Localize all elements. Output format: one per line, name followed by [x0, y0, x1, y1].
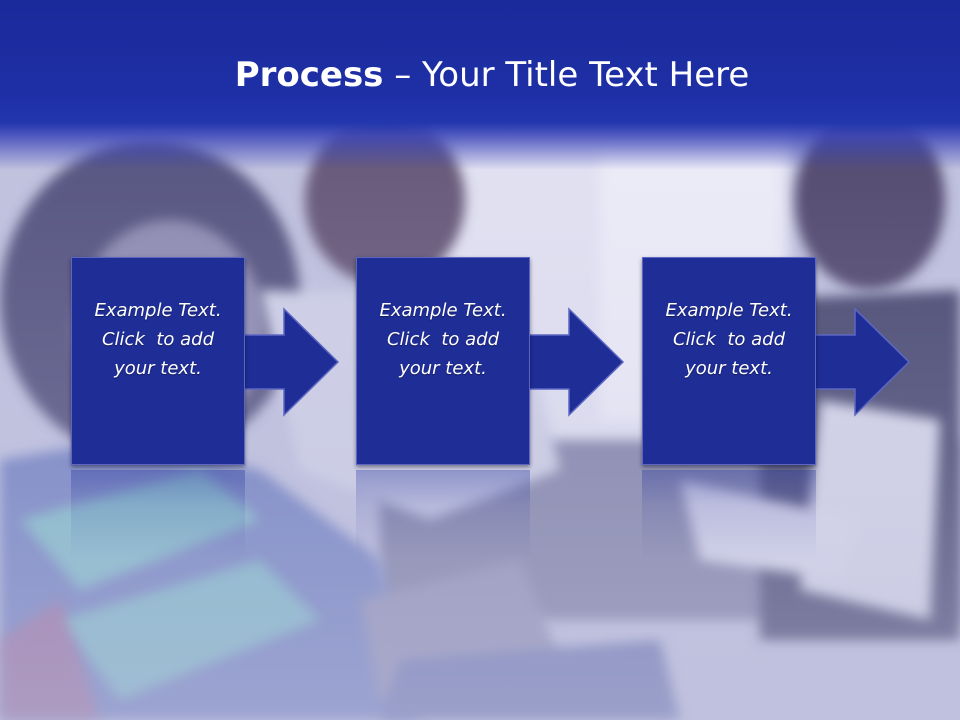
step-text[interactable]: Example Text. Click to add your text. [644, 296, 814, 383]
step-text-line-3: your text. [399, 357, 487, 379]
step-reflection [642, 470, 816, 560]
title-band [0, 0, 960, 170]
step-reflection [356, 470, 530, 560]
step-text-line-1: Example Text. [665, 299, 793, 321]
step-text-line-1: Example Text. [379, 299, 507, 321]
arrow-right-icon [521, 307, 625, 417]
step-box[interactable]: Example Text. Click to add your text. [356, 257, 530, 465]
title-bold: Process [234, 55, 384, 95]
step-text-line-3: your text. [114, 357, 202, 379]
slide-title[interactable]: Process – Your Title Text Here [0, 48, 960, 102]
step-text-line-2: Click to add [672, 328, 785, 350]
step-text[interactable]: Example Text. Click to add your text. [358, 296, 528, 383]
step-text-line-2: Click to add [386, 328, 499, 350]
step-reflection [71, 470, 245, 560]
step-text-line-3: your text. [685, 357, 773, 379]
step-text[interactable]: Example Text. Click to add your text. [73, 296, 243, 383]
step-box[interactable]: Example Text. Click to add your text. [71, 257, 245, 465]
title-rest: – Your Title Text Here [383, 55, 750, 95]
arrow-right-icon [236, 307, 340, 417]
arrow-right-icon [807, 307, 911, 417]
step-box[interactable]: Example Text. Click to add your text. [642, 257, 816, 465]
step-text-line-1: Example Text. [94, 299, 222, 321]
step-text-line-2: Click to add [101, 328, 214, 350]
